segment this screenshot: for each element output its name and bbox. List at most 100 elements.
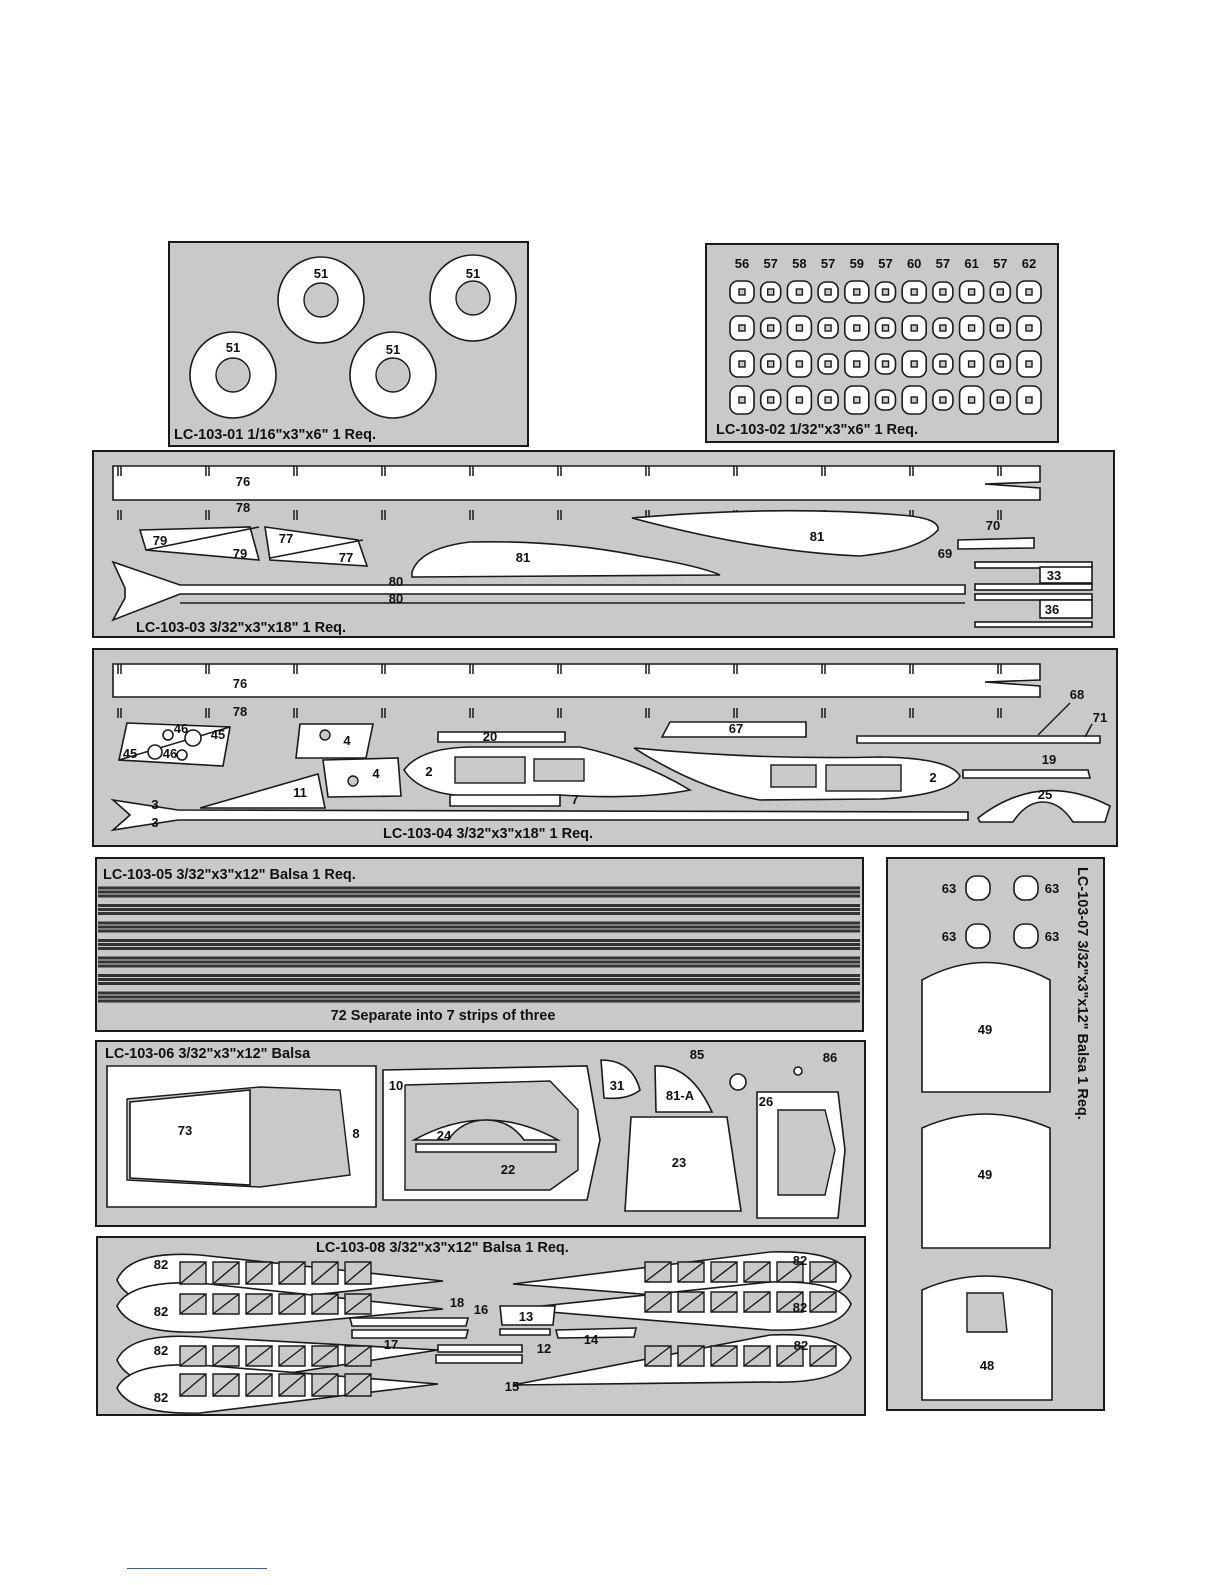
part-label-15: 15 [505, 1379, 519, 1394]
sheet-caption: LC-103-01 1/16"x3"x6" 1 Req. [174, 427, 376, 443]
svg-text:51: 51 [386, 342, 400, 357]
rib-hole [344, 1373, 372, 1397]
part-label-86: 86 [823, 1050, 837, 1065]
part-label-25: 25 [1038, 787, 1052, 802]
longeron-part-80 [111, 560, 966, 622]
part-70 [957, 537, 1035, 550]
rib-hole [212, 1373, 240, 1397]
part-label-33: 33 [1047, 568, 1061, 583]
part-16 [437, 1344, 523, 1353]
part-7 [449, 794, 561, 807]
disc-grid [729, 280, 1042, 415]
part-24 [410, 1119, 562, 1141]
part-label-16: 16 [474, 1302, 488, 1317]
longeron-part-76 [112, 663, 1041, 698]
part-label-17: 17 [384, 1337, 398, 1352]
column-label: 57 [763, 256, 777, 271]
part-label-77: 77 [279, 531, 293, 546]
column-label: 57 [936, 256, 950, 271]
part-label-82: 82 [154, 1257, 168, 1272]
part-label-3: 3 [151, 797, 158, 812]
rib-hole [743, 1291, 771, 1313]
sheet-caption: LC-103-03 3/32"x3"x18" 1 Req. [136, 620, 346, 636]
rib-hole [245, 1345, 273, 1367]
rib-hole [311, 1293, 339, 1315]
rib-hole [776, 1345, 804, 1367]
column-label: 59 [850, 256, 864, 271]
rib-hole [344, 1345, 372, 1367]
column-label: 57 [993, 256, 1007, 271]
part-label-3: 3 [151, 815, 158, 830]
longeron-part-76: 76 [112, 465, 1041, 520]
part-label-82: 82 [154, 1343, 168, 1358]
part-label-70: 70 [986, 518, 1000, 533]
part-label-19: 19 [1042, 752, 1056, 767]
rib-hole [344, 1293, 372, 1315]
sheet-caption: LC-103-06 3/32"x3"x12" Balsa [105, 1046, 311, 1062]
sheet-caption: LC-103-05 3/32"x3"x12" Balsa 1 Req. [103, 867, 356, 883]
rib-hole [212, 1345, 240, 1367]
strip-note: 72 Separate into 7 strips of three [331, 1008, 556, 1024]
column-label: 60 [907, 256, 921, 271]
part-label-48: 48 [980, 1358, 994, 1373]
part-4 [295, 723, 374, 759]
washer-part-51: 51 [429, 254, 517, 342]
sheet-caption: LC-103-08 3/32"x3"x12" Balsa 1 Req. [316, 1240, 569, 1256]
part-33 [1039, 566, 1093, 584]
rib-part-81 [411, 540, 721, 578]
part-25 [976, 789, 1111, 823]
part-79 [138, 526, 261, 561]
sheet-lc-103-07: 63 63 63 63 49 49 48 LC-103-07 3/32"x3"x… [886, 857, 1105, 1411]
part-label-81: 81 [810, 529, 824, 544]
part-label-78: 78 [233, 704, 247, 719]
sheet-caption: LC-103-02 1/32"x3"x6" 1 Req. [716, 422, 918, 438]
part-36 [1039, 599, 1093, 619]
part-label-82: 82 [793, 1300, 807, 1315]
part-label-23: 23 [672, 1155, 686, 1170]
rib-hole [212, 1293, 240, 1315]
rib-hole [179, 1345, 207, 1367]
rib-hole [809, 1345, 837, 1367]
washer-part-51: 51 [189, 331, 277, 419]
rib-hole [245, 1293, 273, 1315]
part-label-68: 68 [1070, 687, 1084, 702]
part-label-22: 22 [501, 1162, 515, 1177]
part-23 [624, 1116, 742, 1212]
rib-hole [344, 1261, 372, 1285]
part-label-79: 79 [153, 533, 167, 548]
rib-hole [179, 1261, 207, 1285]
rib-hole [644, 1345, 672, 1367]
part-18 [348, 1317, 470, 1327]
column-label: 57 [878, 256, 892, 271]
rib-hole [245, 1373, 273, 1397]
part-20 [437, 731, 566, 743]
part-label-7: 7 [571, 792, 578, 807]
part-label-81: 81 [516, 550, 530, 565]
rib-hole [245, 1261, 273, 1285]
column-label: 57 [821, 256, 835, 271]
rib-hole [311, 1261, 339, 1285]
svg-text:76: 76 [236, 474, 250, 489]
part-label-8: 8 [352, 1126, 359, 1141]
part-label-2: 2 [425, 764, 432, 779]
footer-link-underline[interactable] [127, 1568, 267, 1569]
rib-hole [278, 1373, 306, 1397]
part-85 [729, 1073, 747, 1091]
part-label-79: 79 [233, 546, 247, 561]
rib-hole [677, 1261, 705, 1283]
rib-hole [677, 1345, 705, 1367]
part-73 [129, 1089, 251, 1186]
sheet-lc-103-05: LC-103-05 3/32"x3"x12" Balsa 1 Req. 72 S… [95, 857, 864, 1032]
part-label-10: 10 [389, 1078, 403, 1093]
column-label: 62 [1022, 256, 1036, 271]
part-label-82: 82 [154, 1390, 168, 1405]
part-14 [554, 1327, 638, 1339]
column-label: 56 [735, 256, 749, 271]
part-label-49: 49 [978, 1022, 992, 1037]
rib-hole [212, 1261, 240, 1285]
part-label-18: 18 [450, 1295, 464, 1310]
part-label-80: 80 [389, 574, 403, 589]
part-label-63: 63 [942, 881, 956, 896]
rib-hole [809, 1261, 837, 1283]
